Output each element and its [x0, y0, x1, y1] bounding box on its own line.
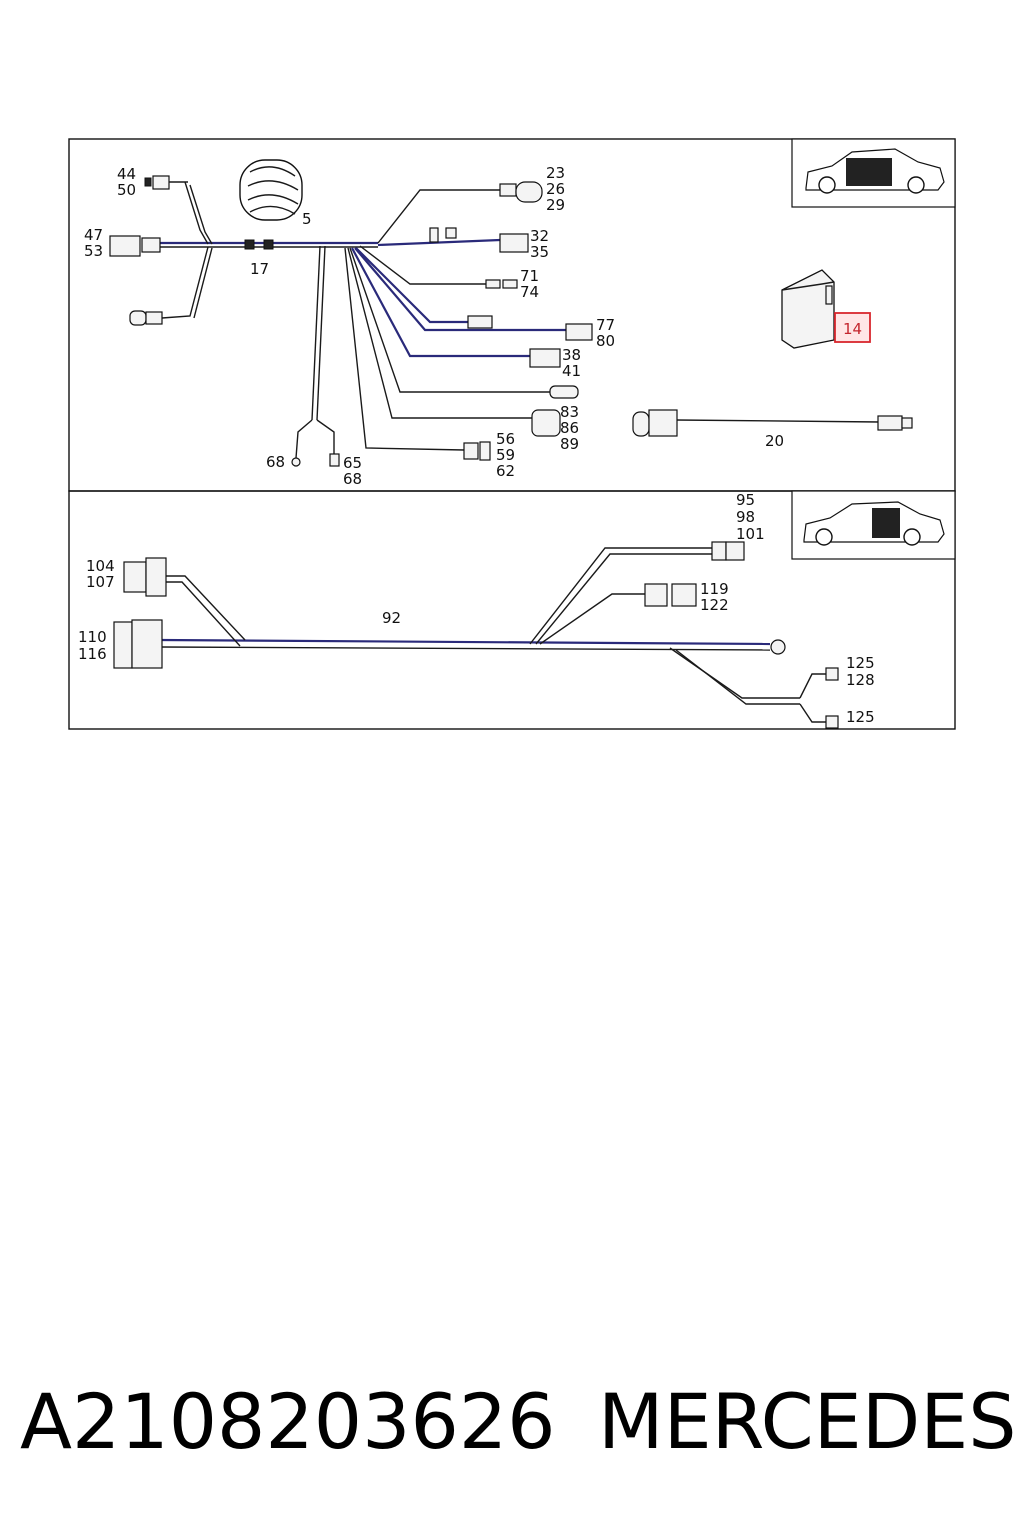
connector-119-122	[644, 583, 697, 607]
callout-65: 65	[343, 454, 362, 472]
callout-20: 20	[765, 432, 784, 450]
connector-44-50	[144, 175, 188, 190]
lower-panel-frame	[68, 490, 956, 730]
connector-68-65	[291, 453, 340, 467]
connector-single-pin	[549, 385, 579, 399]
callout-98: 98	[736, 508, 755, 526]
upper-callouts: 44 50 47 53 5 17 23 26 29 32 35 71 74 77…	[84, 164, 862, 488]
main-harness-lower	[159, 547, 826, 723]
callout-116: 116	[78, 645, 107, 663]
connector-56-59-62	[463, 441, 491, 461]
convoluted-tube-5	[239, 159, 303, 221]
callout-26: 26	[546, 180, 565, 198]
connector-47-53	[109, 235, 161, 257]
callout-50: 50	[117, 181, 136, 199]
callout-125-lower: 125	[846, 708, 875, 726]
callout-86: 86	[560, 419, 579, 437]
main-harness-upper	[160, 181, 881, 459]
callout-53: 53	[84, 242, 103, 260]
callout-32: 32	[530, 227, 549, 245]
callout-95: 95	[736, 491, 755, 509]
callout-47: 47	[84, 226, 103, 244]
brand-name: MERCEDES	[598, 1377, 1017, 1466]
callout-107: 107	[86, 573, 115, 591]
callout-23: 23	[546, 164, 565, 182]
wiring-harness-diagram: 44 50 47 53 5 17 23 26 29 32 35 71 74 77…	[68, 138, 956, 730]
callout-35: 35	[530, 243, 549, 261]
car-thumbnail-upper	[791, 138, 956, 208]
connector-110-116	[113, 619, 163, 669]
callout-56: 56	[496, 430, 515, 448]
connector-125-128	[825, 667, 839, 729]
callout-17: 17	[250, 260, 269, 278]
callout-125-upper: 125	[846, 654, 875, 672]
control-module-14	[781, 269, 835, 349]
callout-89: 89	[560, 435, 579, 453]
callout-77: 77	[596, 316, 615, 334]
callout-104: 104	[86, 557, 115, 575]
callout-101: 101	[736, 525, 765, 543]
callout-68-left: 68	[266, 453, 285, 471]
connector-95-98-101	[711, 541, 745, 561]
callout-62: 62	[496, 462, 515, 480]
callout-83: 83	[560, 403, 579, 421]
connector-ring	[770, 639, 786, 655]
callout-128: 128	[846, 671, 875, 689]
callout-119: 119	[700, 580, 729, 598]
callout-38: 38	[562, 346, 581, 364]
connector-23-26-29	[499, 181, 543, 203]
connector-left-lower	[129, 310, 163, 326]
connector-83-86-89	[531, 409, 561, 437]
callout-29: 29	[546, 196, 565, 214]
connector-77-80	[467, 315, 593, 341]
callout-74: 74	[520, 283, 539, 301]
car-thumbnail-lower	[791, 490, 956, 560]
callout-5: 5	[302, 210, 312, 228]
callout-92: 92	[382, 609, 401, 627]
callout-59: 59	[496, 446, 515, 464]
lower-callouts: 95 98 101 104 107 110 116 92 119 122 125…	[78, 491, 875, 726]
part-number: A2108203626	[20, 1377, 556, 1466]
callout-122: 122	[700, 596, 729, 614]
callout-80: 80	[596, 332, 615, 350]
connector-71-74	[485, 279, 518, 289]
connector-104-107	[123, 557, 167, 597]
callout-110: 110	[78, 628, 107, 646]
connector-38-41	[529, 348, 561, 368]
callout-68-right: 68	[343, 470, 362, 488]
callout-44: 44	[117, 165, 136, 183]
callout-14: 14	[843, 320, 862, 338]
callout-71: 71	[520, 267, 539, 285]
connector-32-35	[429, 227, 529, 253]
callout-41: 41	[562, 362, 581, 380]
highlight-box-14	[834, 312, 871, 343]
connector-20	[632, 409, 913, 437]
